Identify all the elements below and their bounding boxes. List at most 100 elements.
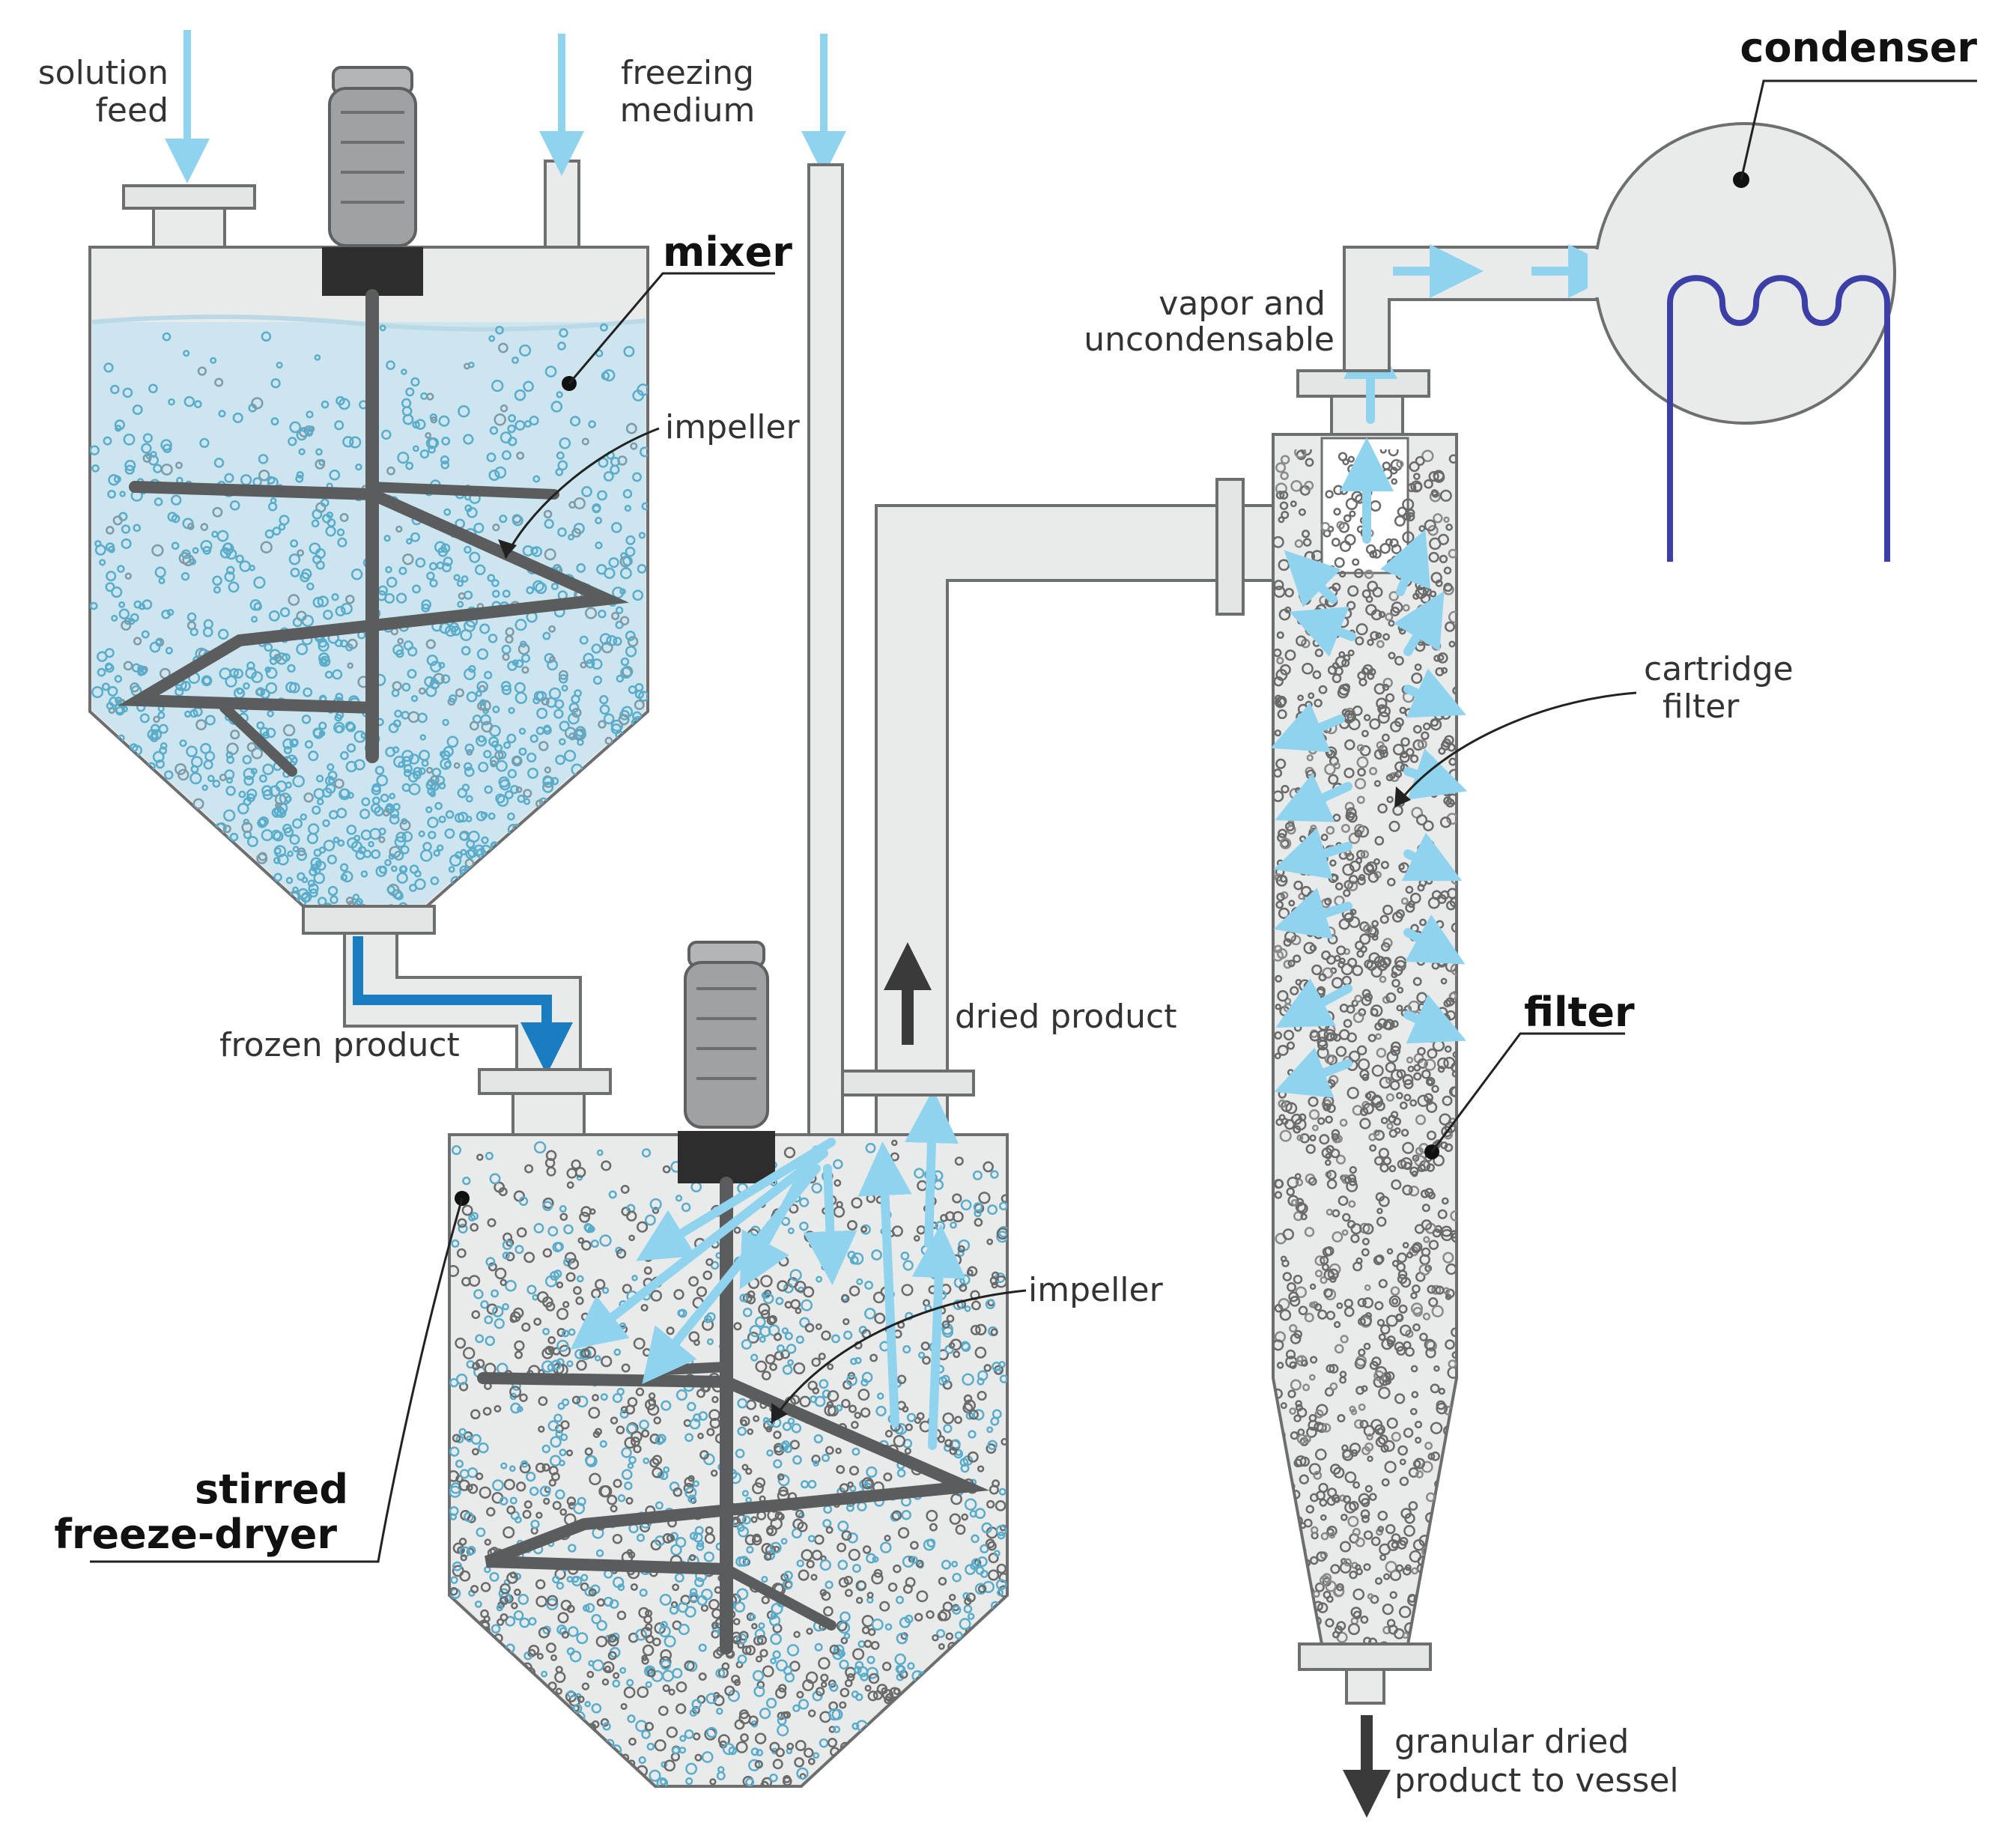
particle [1314, 1270, 1323, 1278]
particle [568, 533, 574, 541]
particle [596, 1620, 607, 1631]
particle [511, 1666, 523, 1678]
particle [570, 416, 581, 427]
particle [243, 682, 250, 690]
particle [466, 1435, 473, 1443]
particle [771, 1602, 783, 1615]
particle [202, 903, 213, 906]
particle [938, 1642, 945, 1650]
particle [869, 1729, 881, 1741]
particle [977, 1377, 985, 1386]
particle [532, 875, 542, 885]
particle [786, 1644, 800, 1657]
particle [1349, 510, 1356, 518]
particle [1374, 836, 1385, 846]
impeller-top-leader [504, 427, 660, 559]
particle [480, 1300, 489, 1309]
particle [1363, 924, 1373, 934]
particle [1379, 705, 1391, 718]
particle [658, 1625, 671, 1638]
particle [555, 1489, 565, 1500]
mixer-vessel [88, 66, 775, 935]
particle [961, 1342, 971, 1353]
particle [542, 1625, 551, 1635]
particle [573, 1775, 585, 1786]
particle [199, 861, 212, 874]
particle [538, 839, 550, 850]
particle [518, 727, 526, 735]
particle [688, 1276, 699, 1287]
particle [601, 1678, 610, 1686]
particle [334, 420, 344, 431]
particle [1409, 1099, 1418, 1107]
particle [487, 1218, 497, 1228]
particle [839, 1659, 849, 1670]
particle [624, 1437, 637, 1449]
particle [796, 1767, 809, 1780]
particle [486, 1756, 496, 1765]
particle [410, 694, 419, 703]
particle [455, 1475, 464, 1483]
particle [438, 415, 450, 427]
particle [967, 1451, 979, 1463]
particle [547, 1681, 557, 1691]
particle [470, 1222, 479, 1232]
particle [1295, 1201, 1307, 1213]
particle [491, 379, 504, 392]
particle [897, 1705, 905, 1711]
particle [595, 1762, 604, 1771]
particle [591, 1702, 602, 1714]
particle [344, 721, 355, 731]
particle [942, 1412, 955, 1425]
particle [1290, 1431, 1299, 1440]
particle [864, 1744, 873, 1753]
particle [585, 1455, 598, 1468]
particle [588, 1588, 597, 1597]
freezing-medium-label-line1: freezing [621, 54, 754, 92]
particle [610, 1416, 619, 1425]
particle [607, 1635, 619, 1647]
particle [484, 785, 493, 794]
particle [1326, 1144, 1335, 1154]
particle [634, 682, 644, 692]
particle [388, 723, 399, 733]
particle [1385, 1371, 1395, 1381]
particle [407, 711, 420, 724]
particle [766, 1449, 774, 1457]
particle [886, 1705, 895, 1715]
particle [782, 1422, 792, 1431]
particle [1417, 1046, 1426, 1056]
particle [559, 1508, 568, 1516]
particle [298, 448, 306, 455]
particle [267, 710, 274, 718]
particle [592, 1765, 601, 1774]
particle [978, 1192, 991, 1204]
particle [1422, 722, 1431, 731]
particle [1348, 1050, 1361, 1063]
particle [733, 1322, 742, 1331]
particle [1362, 1296, 1374, 1308]
particle [895, 1705, 902, 1713]
particle [1358, 1348, 1366, 1356]
particle [329, 810, 338, 820]
particle [458, 1428, 467, 1436]
particle [987, 1541, 997, 1551]
filter-bottom-flange [1298, 1642, 1432, 1671]
particle [405, 387, 415, 397]
particle [1388, 1295, 1401, 1308]
particle [595, 541, 603, 550]
particle [920, 1341, 930, 1351]
particle [544, 365, 557, 377]
particle [995, 1500, 1007, 1511]
particle [177, 768, 189, 781]
particle [612, 1679, 621, 1688]
particle [141, 630, 150, 639]
particle [968, 1430, 977, 1439]
particle [157, 711, 166, 720]
particle [287, 664, 296, 673]
particle [1439, 554, 1448, 564]
particle [1347, 1622, 1361, 1636]
particle [131, 663, 142, 673]
particle [1425, 1076, 1436, 1087]
particle [167, 816, 174, 824]
